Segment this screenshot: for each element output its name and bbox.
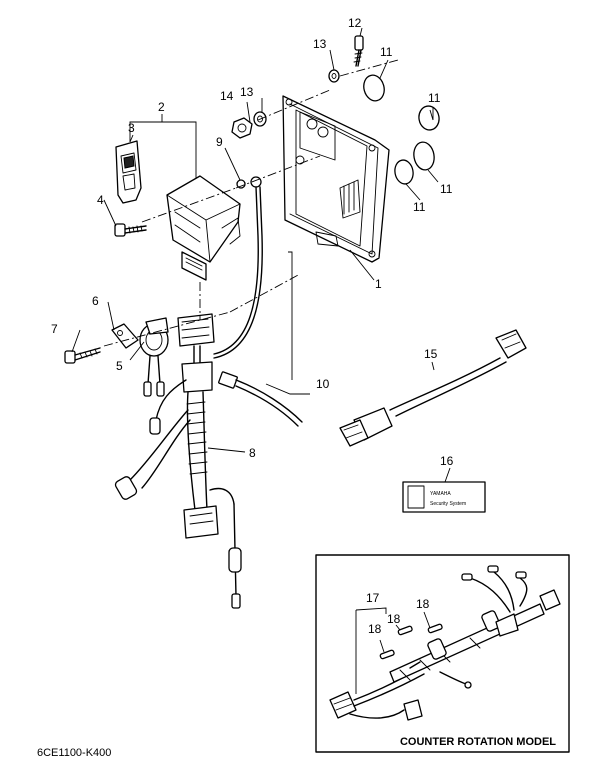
callout-11-lower: 11: [440, 182, 453, 196]
callout-2: 2: [158, 100, 165, 114]
callout-labels: 1 2 3 4 5 6 7 8 9 10 11 11 11 11 12 13 1…: [51, 16, 454, 636]
screw-12: [353, 35, 364, 67]
leader-lines: [71, 27, 451, 483]
cable-tie-10: [218, 371, 303, 427]
callout-5: 5: [116, 359, 123, 373]
callout-8: 8: [249, 446, 256, 460]
cap-11-mid: [394, 159, 414, 185]
callout-18-a: 18: [387, 612, 401, 626]
remote-control-3: [115, 140, 142, 204]
immobilizer-unit-2: [166, 175, 241, 281]
extension-harness-15: [339, 329, 527, 447]
callout-17: 17: [366, 591, 380, 605]
o-ring-9: [236, 179, 246, 189]
bracket-housing: [282, 95, 390, 263]
assembly-lines: [103, 59, 399, 347]
callout-14: 14: [220, 89, 234, 103]
cap-11-top: [363, 74, 385, 102]
callout-11-top: 11: [380, 45, 393, 59]
screw-4: [114, 223, 147, 237]
washer-13-top: [328, 69, 340, 83]
callout-18-c: 18: [368, 622, 382, 636]
wire-harness-8: [114, 313, 242, 609]
sensor-5: [139, 317, 169, 397]
screw-7: [64, 347, 101, 364]
plate-6: [111, 323, 139, 349]
callout-1: 1: [375, 277, 382, 291]
callout-16: 16: [440, 454, 454, 468]
callout-13-top: 13: [313, 37, 327, 51]
label-brand: YAMAHA: [430, 491, 451, 497]
inset-counter-rotation: [315, 554, 570, 753]
callout-11-right: 11: [428, 91, 441, 105]
callout-9: 9: [216, 135, 223, 149]
diagram-code: 6CE1100-K400: [37, 747, 111, 759]
callout-7: 7: [51, 322, 58, 336]
label-system-text: Security System: [430, 501, 466, 507]
callout-3: 3: [128, 121, 135, 135]
callout-12: 12: [348, 16, 362, 30]
inset-title: COUNTER ROTATION MODEL: [400, 736, 556, 748]
cap-11-right: [418, 105, 440, 131]
nut-14: [231, 117, 253, 139]
cap-11-lower: [413, 141, 435, 171]
callout-15: 15: [424, 347, 438, 361]
callout-10: 10: [316, 377, 330, 391]
callout-11-mid: 11: [413, 200, 426, 214]
callout-4: 4: [97, 193, 104, 207]
security-label-16: YAMAHA Security System: [402, 481, 486, 513]
callout-6: 6: [92, 294, 99, 308]
callout-13-mid: 13: [240, 85, 254, 99]
callout-18-b: 18: [416, 597, 430, 611]
